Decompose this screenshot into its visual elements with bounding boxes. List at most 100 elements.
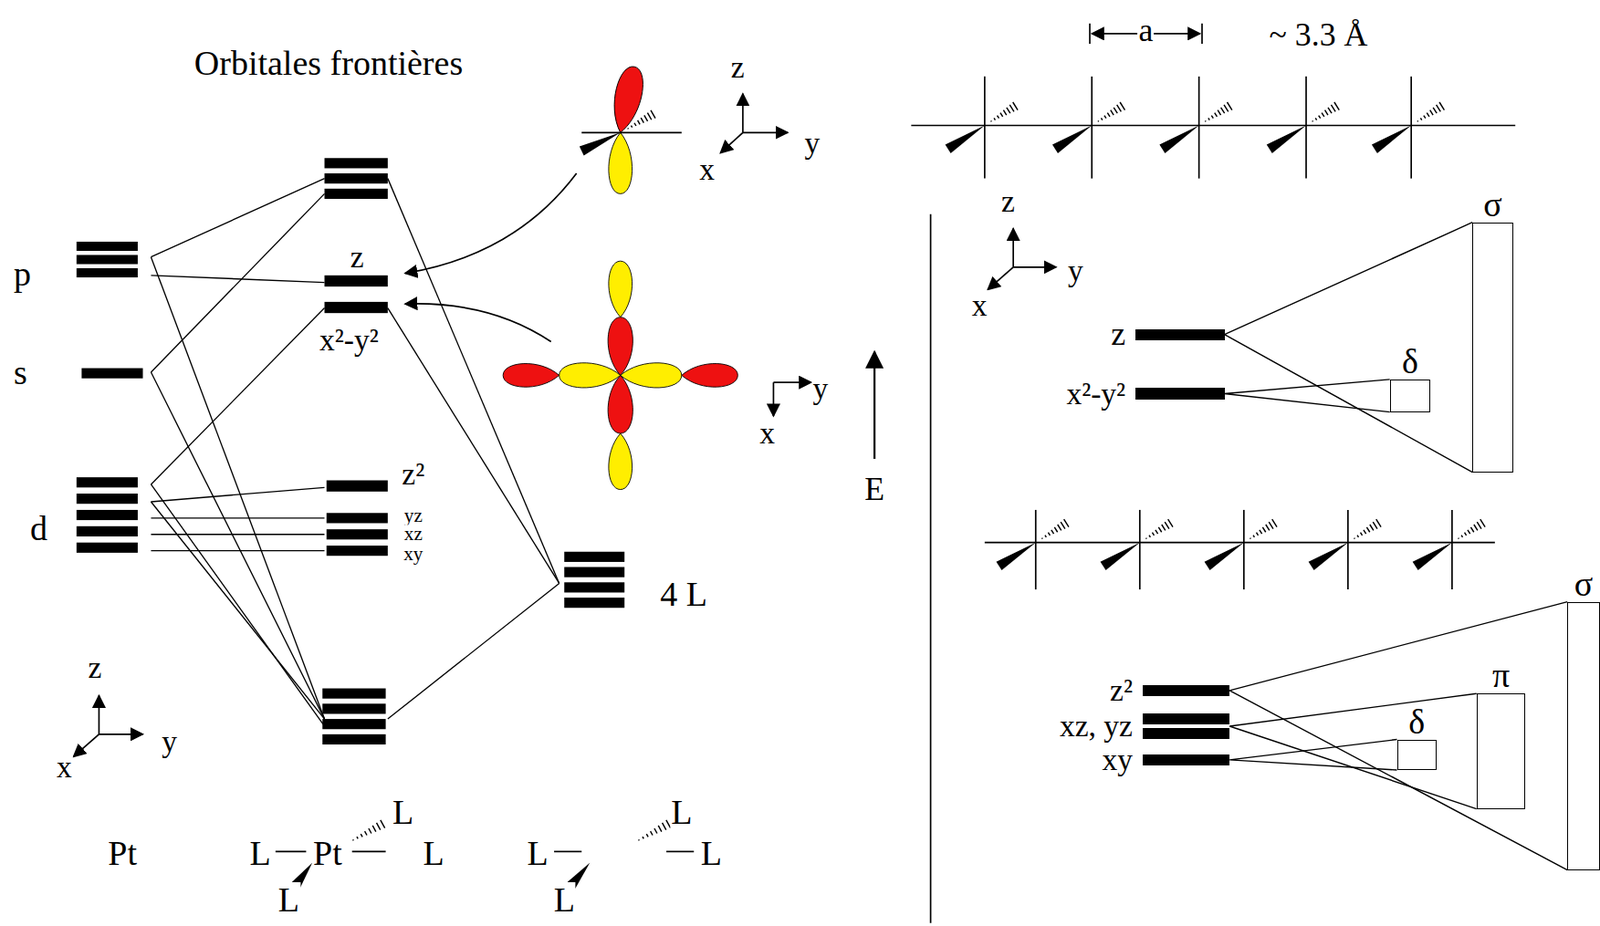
hashed-wedge xyxy=(991,102,1018,122)
text-label: x xyxy=(55,752,74,784)
band-box: σ xyxy=(1472,222,1514,473)
level-bar xyxy=(1142,713,1230,725)
solid-wedge xyxy=(1159,125,1199,153)
solid-wedge xyxy=(579,132,621,156)
level-bar xyxy=(1135,387,1224,399)
text-label: yz xyxy=(403,506,424,526)
orbital-lobe xyxy=(502,363,559,387)
text-label: L xyxy=(700,836,723,871)
level-label: x²-y² xyxy=(1066,378,1126,410)
hashed-wedge xyxy=(1250,519,1277,539)
ligand-wedges xyxy=(292,76,1485,889)
text-label: y xyxy=(811,373,829,405)
energy-level: xy xyxy=(1101,744,1230,776)
text-label: y xyxy=(160,726,178,758)
orbital-lobe xyxy=(620,363,682,388)
level-bar xyxy=(1135,329,1224,341)
chain-tick xyxy=(983,76,986,179)
hashed-wedge xyxy=(1458,519,1485,539)
chain-tick xyxy=(1198,76,1201,179)
text-label: s xyxy=(12,355,29,390)
text-label: Pt xyxy=(106,836,138,871)
text-label: z xyxy=(1000,187,1016,219)
hashed-wedge xyxy=(353,820,386,842)
hashed-wedge xyxy=(638,820,671,842)
band-label: π xyxy=(1492,658,1510,695)
text-label: a xyxy=(1138,14,1155,48)
level-bar xyxy=(1142,685,1230,697)
text-label: x²-y² xyxy=(318,325,380,357)
text-label: ~ 3.3 Å xyxy=(1268,19,1370,53)
text-label: z xyxy=(87,652,104,684)
orbital-lobe xyxy=(607,375,633,434)
hashed-wedge xyxy=(1146,519,1173,539)
hashed-wedge xyxy=(1354,519,1381,539)
text-label: xy xyxy=(402,545,424,565)
text-label: L xyxy=(526,836,550,871)
band-connector xyxy=(1229,740,1397,772)
hashed-wedge xyxy=(1042,519,1069,539)
energy-level: x²-y² xyxy=(1066,378,1224,410)
text-label: d xyxy=(29,511,49,546)
orbital-lobe xyxy=(607,63,648,136)
text-label: z xyxy=(349,241,366,273)
band-connector xyxy=(1229,602,1568,871)
orbital-lobe xyxy=(608,261,633,317)
chain-tick xyxy=(1090,76,1093,179)
level-label: z xyxy=(1110,318,1126,352)
solid-wedge xyxy=(1412,543,1453,571)
solid-wedge xyxy=(945,125,985,153)
orbital-lobe xyxy=(608,433,633,490)
solid-wedge xyxy=(1100,543,1140,571)
solid-wedge xyxy=(1371,125,1412,153)
text-label: L xyxy=(391,794,415,830)
energy-level: z² xyxy=(1109,675,1230,707)
level-bar xyxy=(1135,387,1224,399)
level-label: xy xyxy=(1101,744,1133,776)
text-label: E xyxy=(863,473,886,507)
level-bar xyxy=(1142,685,1230,697)
level-label: z² xyxy=(1109,675,1133,707)
text-label: L xyxy=(422,836,446,871)
text-label: xz xyxy=(403,524,424,544)
text-label: L xyxy=(248,836,272,871)
orbital-lobe xyxy=(681,363,738,387)
chain-tick xyxy=(1243,510,1245,590)
band-box: π xyxy=(1476,693,1527,809)
text-label: 4 L xyxy=(658,576,709,612)
text-label: x xyxy=(758,418,776,450)
chain-tick xyxy=(1305,76,1308,179)
correlation-lines xyxy=(150,178,559,727)
band-label: σ xyxy=(1574,566,1593,604)
band-connector xyxy=(1224,222,1474,473)
band-label: σ xyxy=(1483,187,1502,224)
hashed-wedge xyxy=(1417,102,1444,122)
level-bar xyxy=(1142,754,1230,766)
energy-level: xz, yz xyxy=(1059,711,1230,743)
text-label: x xyxy=(698,154,716,186)
chain-tick xyxy=(1347,510,1350,590)
text-label: L xyxy=(553,882,576,918)
chain-tick xyxy=(1451,510,1454,590)
axes-and-arrows xyxy=(73,23,1516,924)
solid-wedge xyxy=(1052,125,1092,153)
level-bar xyxy=(1142,754,1230,766)
text-label: y xyxy=(804,127,822,159)
text-label: z xyxy=(730,52,746,84)
level-label: xz, yz xyxy=(1059,711,1133,743)
orbital-lobes xyxy=(502,63,738,490)
band-box: δ xyxy=(1397,740,1438,772)
orbital-lobe xyxy=(559,363,621,388)
level-bar xyxy=(1142,728,1230,740)
band-box: δ xyxy=(1390,379,1432,413)
text-label: p xyxy=(12,256,32,292)
text-label: Orbitales frontières xyxy=(193,45,464,81)
hashed-wedge xyxy=(1204,102,1232,122)
text-label: L xyxy=(277,882,301,918)
solid-wedge xyxy=(995,543,1036,571)
text-label: z² xyxy=(400,459,426,491)
band-box: σ xyxy=(1567,602,1600,871)
chain-tick xyxy=(1139,510,1141,590)
